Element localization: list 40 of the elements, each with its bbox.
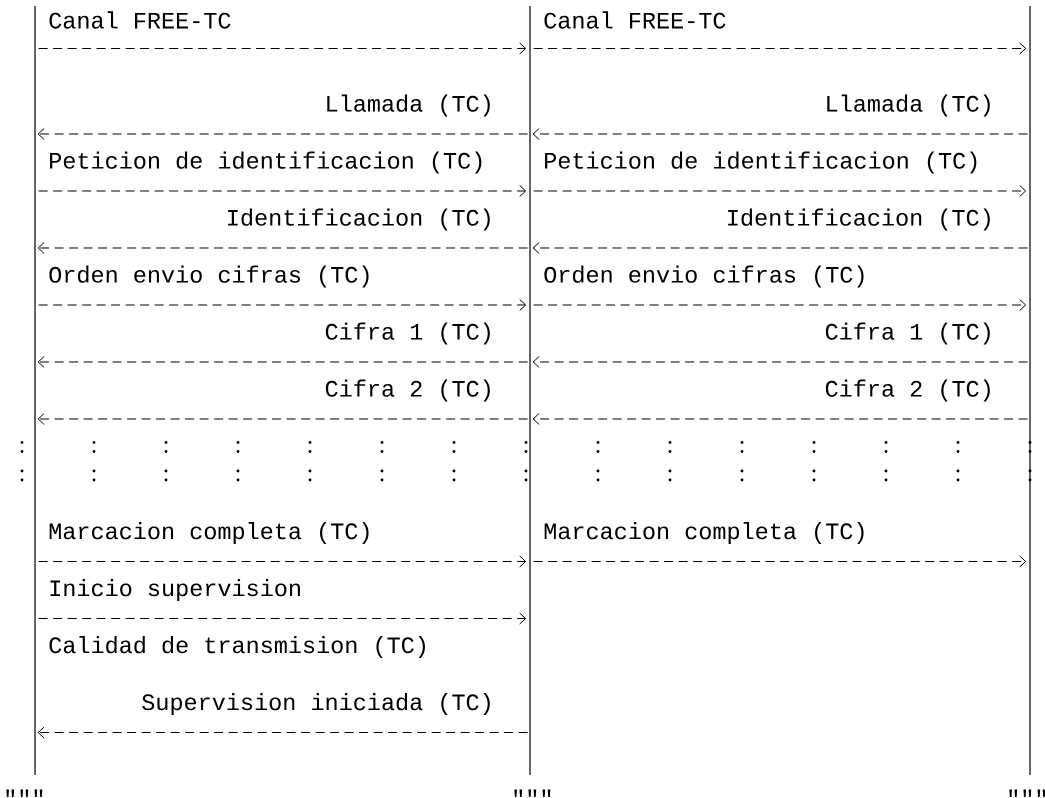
edge-label: Cifra 2 (TC) xyxy=(825,379,990,402)
edge-label: Inicio supervision xyxy=(50,579,300,601)
lifeline xyxy=(529,5,531,776)
edge-label: Marcacion completa (TC) xyxy=(49,522,369,544)
arrow xyxy=(533,42,1027,55)
arrow xyxy=(533,299,1027,311)
edge-label: Orden envio cifras (TC) xyxy=(544,265,864,288)
edge-label: Cifra 2 (TC) xyxy=(325,379,490,402)
edge-label: Marcacion completa (TC) xyxy=(544,522,864,544)
edge-label: Peticion de identificacion (TC) xyxy=(545,151,977,174)
arrow xyxy=(37,413,529,425)
edge-label: Identificacion (TC) xyxy=(728,208,990,231)
edge-label: Cifra 1 (TC) xyxy=(325,322,490,345)
edge-label: Identificacion (TC) xyxy=(228,208,490,231)
arrow xyxy=(532,413,1029,425)
lifeline xyxy=(34,5,36,776)
edge-label: Llamada (TC) xyxy=(327,94,490,117)
edge-label: Supervision iniciada (TC) xyxy=(142,693,490,715)
arrow xyxy=(38,612,527,625)
edge-label: Llamada (TC) xyxy=(827,94,990,117)
arrow xyxy=(37,726,529,739)
arrow xyxy=(38,299,527,311)
arrow xyxy=(38,42,527,55)
arrow xyxy=(533,555,1027,568)
arrow xyxy=(533,185,1027,197)
arrow xyxy=(532,356,1029,368)
lifeline xyxy=(1029,5,1031,776)
arrow xyxy=(38,555,527,568)
arrow xyxy=(532,128,1029,140)
arrow xyxy=(37,356,529,368)
edge-label: Canal FREE-TC xyxy=(49,11,231,29)
edge-label: Orden envio cifras (TC) xyxy=(49,265,369,288)
arrow xyxy=(38,185,527,197)
arrow xyxy=(37,128,529,140)
edge-label: Cifra 1 (TC) xyxy=(825,322,990,345)
edge-label: Peticion de identificacion (TC) xyxy=(50,151,482,174)
edge-label: Canal FREE-TC xyxy=(544,11,726,29)
arrow xyxy=(532,242,1029,254)
note-text: Calidad de transmision (TC) xyxy=(49,636,425,658)
arrow xyxy=(37,242,529,254)
